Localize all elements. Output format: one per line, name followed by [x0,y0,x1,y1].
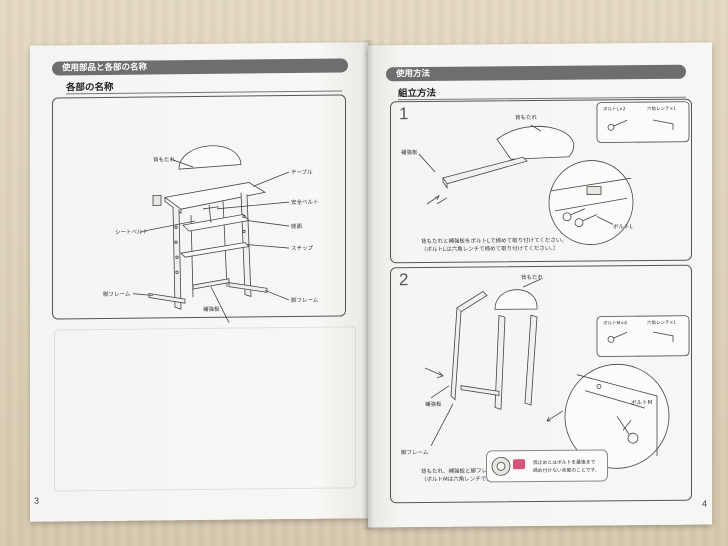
left-page: 使用部品と各部の名称 各部の名称 [30,42,368,522]
step1-label-reinforcement: 補強板 [401,150,418,157]
high-chair-diagram [132,145,290,323]
label-table: テーブル [291,169,313,177]
step2-parts-wrench: 六角レンチ×1 [647,320,677,327]
step1-parts-bolt: ボルトL×2 [603,107,626,113]
section-title-bar: 使用部品と各部の名称 [52,58,348,76]
label-leg-frame-right: 脚フレーム [291,297,319,305]
label-reinforcement: 補強板 [203,306,220,313]
label-leg-frame-left: 脚フレーム [103,291,131,299]
section-title-bar-right: 使用方法 [386,64,686,82]
step2-label-bolt: ボルトM [631,400,653,407]
label-seat: 座面 [291,223,303,231]
parts-heading: 各部の名称 [66,81,114,94]
step2-parts-bolt: ボルトM×4 [603,321,628,327]
step1-caption-2: （ボルトLは六角レンチで締めて取り付けてください。） [421,245,559,254]
right-page: 使用方法 組立方法 1 [368,42,712,528]
label-backrest: 背もたれ [153,157,176,164]
step2-frame: 2 [390,264,692,504]
bolt-wheel-icon [491,456,525,476]
step1-label-bolt: ボルトL [613,224,633,231]
label-step: ステップ [291,245,314,253]
step2-label-reinforcement: 補強板 [425,401,442,409]
show-through-ghost [54,326,356,492]
book-gutter [362,40,374,530]
page-number-right: 4 [702,498,708,509]
label-safety-belt: 安全ベルト [291,199,319,207]
step2-label-backrest: 背もたれ [521,274,544,282]
note-line-1: 仮止めとはボルトを最後まで [533,460,596,467]
parts-diagram-frame: 背もたれ テーブル 安全ベルト シートベルト 座面 ステップ 脚フレーム 脚フレ… [52,94,346,323]
note-box: 仮止めとはボルトを最後まで 締め付けない状態のことです。 [486,449,608,483]
assembly-heading: 組立方法 [398,87,437,100]
step1-diagram [418,101,690,245]
step2-label-leg-frame: 脚フレーム [401,449,429,457]
step1-parts-wrench: 六角レンチ×1 [647,106,677,113]
step2-diagram [424,278,690,469]
step1-label-backrest: 背もたれ [515,115,538,122]
label-seat-belt: シートベルト [115,229,149,236]
note-line-2: 締め付けない状態のことです。 [533,468,600,475]
step1-frame: 1 [390,98,692,264]
page-number-left: 3 [34,495,40,506]
